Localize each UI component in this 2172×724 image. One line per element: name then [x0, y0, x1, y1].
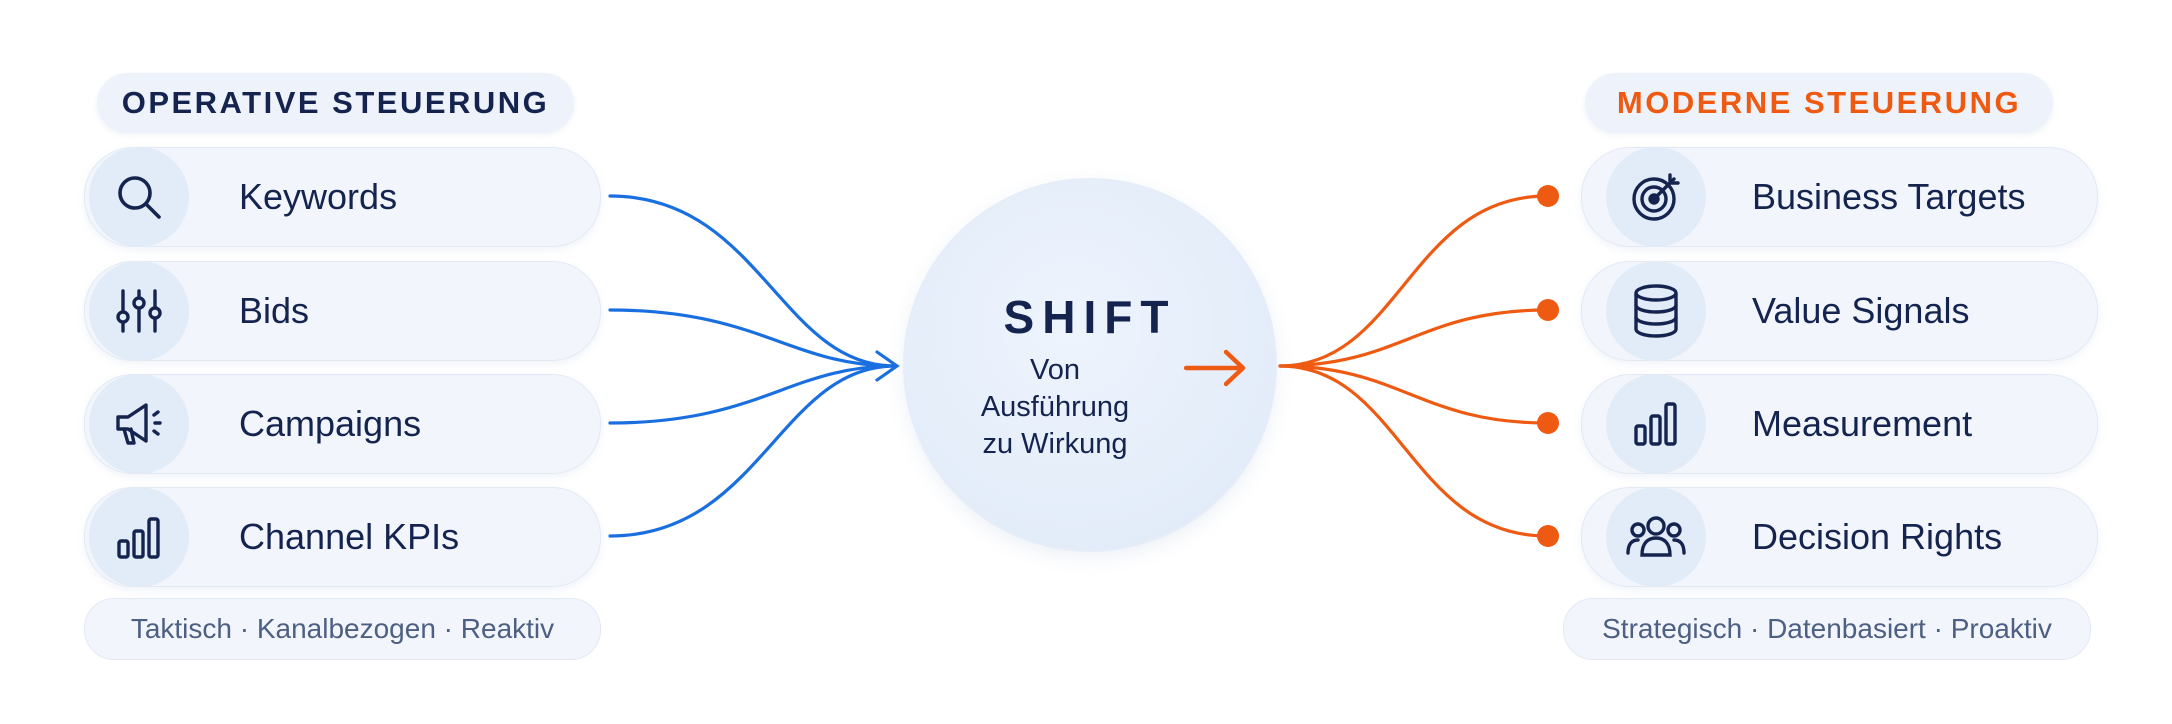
hub-subtitle: Von Ausführung zu Wirkung	[965, 352, 1145, 463]
megaphone-icon	[89, 374, 189, 474]
target-icon	[1606, 147, 1706, 247]
sliders-icon	[89, 261, 189, 361]
item-label: Bids	[239, 290, 310, 331]
hub-subtitle-line: zu Wirkung	[982, 428, 1128, 460]
database-icon	[1606, 261, 1706, 361]
section-title-operative: OPERATIVE STEUERUNG	[97, 73, 574, 133]
connector-dot	[1537, 412, 1559, 434]
left-summary: Taktisch · Kanalbezogen · Reaktiv	[84, 598, 601, 660]
connector-channel-kpis	[608, 364, 897, 538]
connector-dot	[1537, 525, 1559, 547]
connector-keywords	[608, 194, 897, 368]
item-label: Business Targets	[1752, 176, 2026, 217]
hub-input-arrowhead	[875, 350, 900, 382]
item-bids: Bids	[84, 261, 601, 361]
connector-business-targets	[1278, 194, 1549, 368]
item-measurement: Measurement	[1581, 374, 2098, 474]
hub-subtitle-line: Ausführung	[980, 391, 1130, 423]
item-label: Decision Rights	[1752, 516, 2003, 557]
item-channel-kpis: Channel KPIs	[84, 487, 601, 587]
item-decision-rights: Decision Rights	[1581, 487, 2098, 587]
connector-campaigns	[608, 364, 897, 425]
bar-chart-icon	[89, 487, 189, 587]
section-title-moderne: MODERNE STEUERUNG	[1585, 73, 2053, 133]
item-keywords: Keywords	[84, 147, 601, 247]
item-label: Channel KPIs	[239, 516, 460, 557]
item-value-signals: Value Signals	[1581, 261, 2098, 361]
item-label: Keywords	[239, 176, 398, 217]
item-business-targets: Business Targets	[1581, 147, 2098, 247]
connector-value-signals	[1278, 308, 1549, 368]
item-campaigns: Campaigns	[84, 374, 601, 474]
hub-title: SHIFT	[1003, 291, 1177, 343]
item-label: Value Signals	[1752, 290, 1970, 331]
search-icon	[89, 147, 189, 247]
item-label: Campaigns	[239, 403, 422, 444]
people-icon	[1606, 487, 1706, 587]
connector-bids	[608, 308, 897, 368]
bar-chart-icon	[1606, 374, 1706, 474]
arrow-right-icon	[1183, 349, 1246, 387]
connector-dot	[1537, 299, 1559, 321]
connector-dot	[1537, 185, 1559, 207]
connector-decision-rights	[1278, 364, 1549, 538]
item-label: Measurement	[1752, 403, 1973, 444]
shift-hub: SHIFT Von Ausführung zu Wirkung	[903, 178, 1277, 552]
right-summary: Strategisch · Datenbasiert · Proaktiv	[1563, 598, 2091, 660]
connector-measurement	[1278, 364, 1549, 425]
hub-subtitle-line: Von	[1030, 354, 1080, 386]
